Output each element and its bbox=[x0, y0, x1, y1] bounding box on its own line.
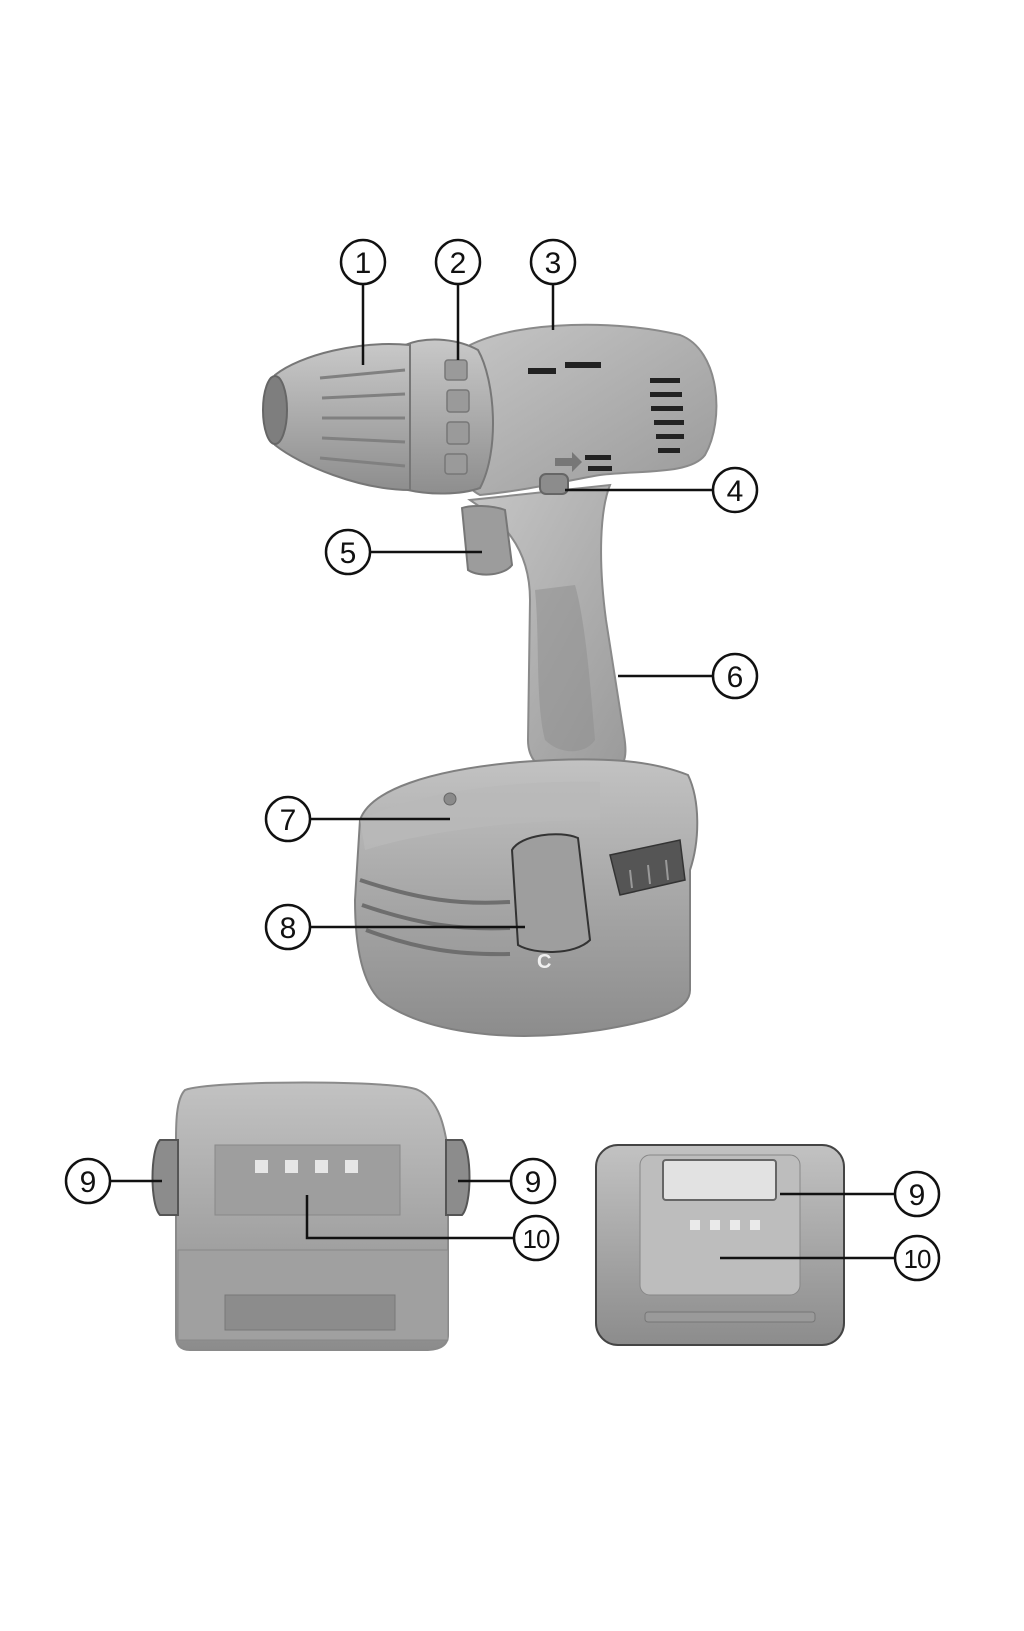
battery-ribs bbox=[359, 878, 511, 957]
charge-indicator-dot bbox=[443, 792, 457, 806]
callout-10-front: 10 bbox=[512, 1214, 560, 1262]
battery-release-button bbox=[510, 833, 592, 953]
callout-10-top-view-label: 10 bbox=[904, 1244, 931, 1274]
callout-7: 7 bbox=[264, 795, 312, 843]
torque-collar-ribs bbox=[444, 359, 470, 475]
leader-lines bbox=[110, 284, 895, 1260]
battery-top-latch bbox=[662, 1159, 777, 1201]
direction-arrow-icon bbox=[555, 452, 582, 472]
callout-2-label: 2 bbox=[450, 247, 467, 280]
chuck-ribs bbox=[319, 368, 406, 468]
callout-10-top-view: 10 bbox=[893, 1234, 941, 1282]
led-2 bbox=[285, 1160, 298, 1173]
callout-10-front-label: 10 bbox=[523, 1224, 550, 1254]
callout-3-label: 3 bbox=[545, 247, 562, 280]
led-1 bbox=[255, 1160, 268, 1173]
callout-1-label: 1 bbox=[355, 247, 372, 280]
motor-vents bbox=[528, 362, 684, 471]
callout-4: 4 bbox=[711, 466, 759, 514]
handle-grip-inset bbox=[535, 585, 595, 752]
forward-reverse-switch bbox=[539, 473, 569, 495]
battery-side-grip bbox=[609, 839, 686, 896]
battery-top-view bbox=[595, 1144, 845, 1346]
callout-9-top-view: 9 bbox=[893, 1170, 941, 1218]
callout-6-label: 6 bbox=[727, 661, 744, 694]
battery-marking: C bbox=[537, 951, 551, 973]
release-button-right bbox=[445, 1139, 471, 1216]
callout-7-label: 7 bbox=[280, 804, 297, 837]
torque-collar bbox=[403, 338, 494, 495]
callout-5-label: 5 bbox=[340, 537, 357, 570]
battery-top-bottom-slot bbox=[644, 1311, 816, 1323]
drill-trigger bbox=[460, 504, 514, 576]
battery-top-leds bbox=[690, 1220, 760, 1230]
callout-5: 5 bbox=[324, 528, 372, 576]
callout-2: 2 bbox=[434, 238, 482, 286]
battery-top-band bbox=[360, 781, 600, 850]
callout-3: 3 bbox=[529, 238, 577, 286]
callout-9-right-label: 9 bbox=[525, 1166, 542, 1199]
charge-level-leds bbox=[255, 1160, 358, 1173]
battery-front-view bbox=[151, 1081, 471, 1351]
callout-9-left-label: 9 bbox=[80, 1166, 97, 1199]
battery-front-slot bbox=[224, 1294, 396, 1331]
chuck-opening bbox=[262, 375, 288, 445]
release-button-left bbox=[151, 1139, 179, 1216]
callout-1: 1 bbox=[339, 238, 387, 286]
callout-9-top-view-label: 9 bbox=[909, 1179, 926, 1212]
drill-illustration: C bbox=[262, 323, 718, 1037]
callout-6: 6 bbox=[711, 652, 759, 700]
callout-4-label: 4 bbox=[727, 475, 744, 508]
callout-8: 8 bbox=[264, 903, 312, 951]
callout-9-right: 9 bbox=[509, 1157, 557, 1205]
led-3 bbox=[315, 1160, 328, 1173]
callouts: 1 2 3 4 5 6 7 8 bbox=[64, 238, 941, 1282]
led-4 bbox=[345, 1160, 358, 1173]
callout-9-left: 9 bbox=[64, 1157, 112, 1205]
callout-8-label: 8 bbox=[280, 912, 297, 945]
